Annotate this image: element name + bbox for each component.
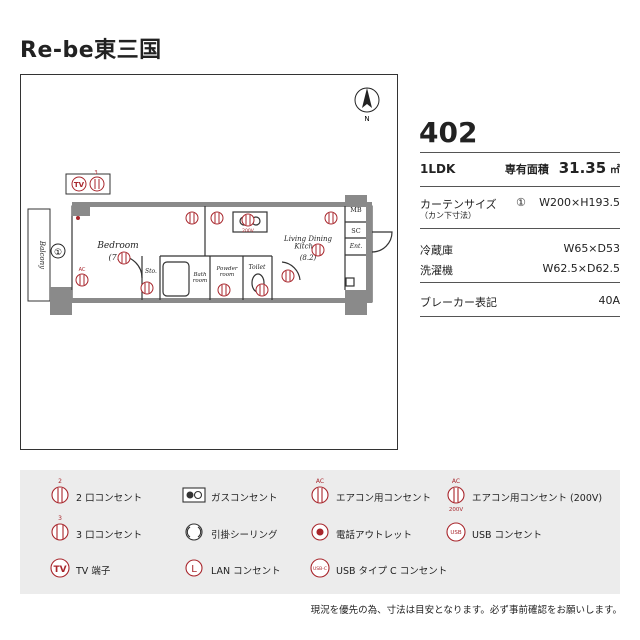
outlet-3-icon: 3 [51,515,69,541]
area-unit: ㎡ [610,165,620,176]
outlet-2-icon: 2 [51,478,69,504]
legend-label: 引掛シーリング [211,530,278,541]
plan-tv-terminal-icon: TV 3 [65,170,111,195]
plan-outlet-icon [185,211,199,225]
plan-ac-label: AC [79,267,86,273]
curtain-row: カーテンサイズ ① W200×H193.5 [420,196,620,212]
ac-outlet-200v-icon: AC 200V [447,478,465,513]
curtain-label: カーテンサイズ [420,198,497,211]
usb-c-outlet-icon: USB-C [310,558,330,578]
curtain-mark: ① [50,243,66,259]
ac-outlet-icon: AC [311,478,329,504]
svg-text:AC: AC [452,478,460,485]
area-label: 専有面積 [504,163,549,176]
compass-label: N [364,115,369,123]
breaker-value: 40A [598,294,620,307]
unit-number: 402 [419,116,478,149]
plan-outlet-icon [241,213,255,227]
ceiling-hook-icon [185,523,203,541]
divider [420,186,620,187]
layout-row: 1LDK 専有面積 31.35 ㎡ [420,159,620,177]
svg-text:3: 3 [94,170,97,176]
legend-label: エアコン用コンセント [336,493,432,504]
svg-text:①: ① [54,248,62,258]
svg-text:AC: AC [316,478,324,485]
breaker-row: ブレーカー表記 40A [420,294,620,310]
legend-label: 2 口コンセント [76,493,143,504]
plan-outlet-icon [140,281,154,295]
area-group: 専有面積 31.35 ㎡ [505,159,620,177]
svg-text:USB-C: USB-C [313,566,327,572]
balcony-outline [27,208,51,302]
legend-label: TV 端子 [76,566,111,577]
divider [420,282,620,283]
ent-label: Ent. [349,243,363,250]
ldk-size: (8.2) [300,254,317,262]
balcony-label: Balcony [38,240,46,270]
breaker-label: ブレーカー表記 [420,296,497,309]
washer-row: 洗濯機 W62.5×D62.5 [420,262,620,278]
plan-outlet-icon [75,273,89,287]
svg-text:USB: USB [450,530,462,536]
legend-label: LAN コンセント [211,566,281,577]
svg-text:3: 3 [58,515,62,522]
tv-terminal-icon: TV [50,558,70,578]
plan-outlet-icon [217,283,231,297]
svg-text:L: L [191,564,197,575]
floor-plan: N [27,87,393,315]
structural-walls [50,195,372,315]
fridge-value: W65×D53 [563,242,620,255]
plan-outlet-icon [255,283,269,297]
interior-walls [71,206,393,300]
sc-label: SC [351,227,360,235]
plan-phone-icon [76,216,80,220]
legend-panel: 2 AC AC 200V 3 [20,470,620,594]
compass-icon: N [354,87,380,123]
plan-outlet-icon [324,211,338,225]
legend-label: ガスコンセント [211,493,278,504]
layout-type: 1LDK [420,162,456,176]
property-title: Re-be東三国 [20,38,162,63]
legend-label: 3 口コンセント [76,530,143,541]
plan-outlet-icon [311,243,325,257]
divider [420,316,620,317]
washer-label: 洗濯機 [420,264,453,277]
fridge-label: 冷蔵庫 [420,244,453,257]
plan-outlet-icon [281,269,295,283]
plan-outlet-icon [210,211,224,225]
curtain-value: W200×H193.5 [539,196,620,209]
footer-note: 現況を優先の為、寸法は目安となります。必ず事前確認をお願いします。 [310,605,622,616]
svg-text:TV: TV [74,181,85,189]
usb-outlet-icon: USB [446,522,466,542]
fridge-row: 冷蔵庫 W65×D53 [420,242,620,258]
mb-label: MB [350,206,362,214]
washer-value: W62.5×D62.5 [542,262,620,275]
svg-text:TV: TV [53,565,66,575]
legend-label: USB コンセント [472,530,543,541]
legend-label: 電話アウトレット [336,530,413,541]
area-value: 31.35 [558,159,607,177]
curtain-mark-text: ① [516,196,526,209]
phone-outlet-icon [311,523,329,541]
plan-200v-label: 200V [242,228,255,234]
storage-label: Sto. [145,268,157,275]
bedroom-label: Bedroom [96,241,138,251]
divider [420,228,620,229]
floor-plan-frame [20,74,398,450]
lan-outlet-icon: L [185,559,203,577]
plan-outlets [75,211,338,297]
plan-outlet-icon [117,251,131,265]
toilet-label: Toilet [249,264,267,271]
curtain-sub: （カン下寸法） [420,211,476,220]
svg-text:2: 2 [58,478,62,485]
legend-label: エアコン用コンセント (200V) [472,493,603,504]
gas-outlet-icon [182,487,206,503]
legend-label: USB タイプ C コンセント [336,566,448,577]
svg-text:200V: 200V [449,507,463,513]
divider [420,152,620,153]
